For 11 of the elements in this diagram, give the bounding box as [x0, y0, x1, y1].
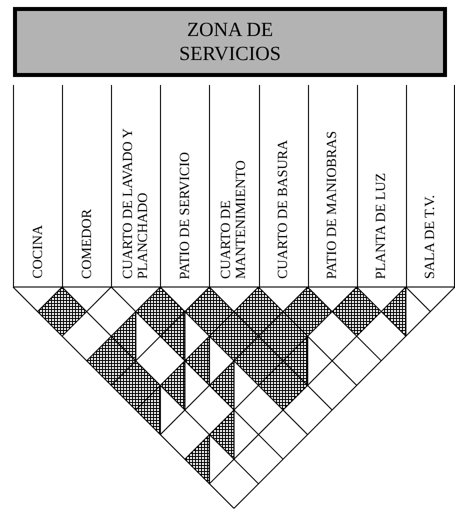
room-label: CUARTO DE MANTENIMIENTO — [219, 159, 250, 279]
room-label: PLANTA DE LUZ — [374, 172, 390, 279]
room-label: PATIO DE MANIOBRAS — [325, 130, 340, 279]
zone-heading: ZONA DE SERVICIOS — [13, 7, 447, 77]
room-label: PATIO DE SERVICIO — [178, 152, 193, 279]
room-label: CUARTO DE BASURA — [276, 140, 292, 279]
room-label: COCINA — [30, 225, 46, 279]
room-label: COMEDOR — [80, 208, 95, 279]
room-column — [406, 85, 455, 287]
room-label: CUARTO DE LAVADO Y PLANCHADO — [121, 128, 152, 279]
room-label: SALA DE T.V. — [422, 194, 438, 279]
